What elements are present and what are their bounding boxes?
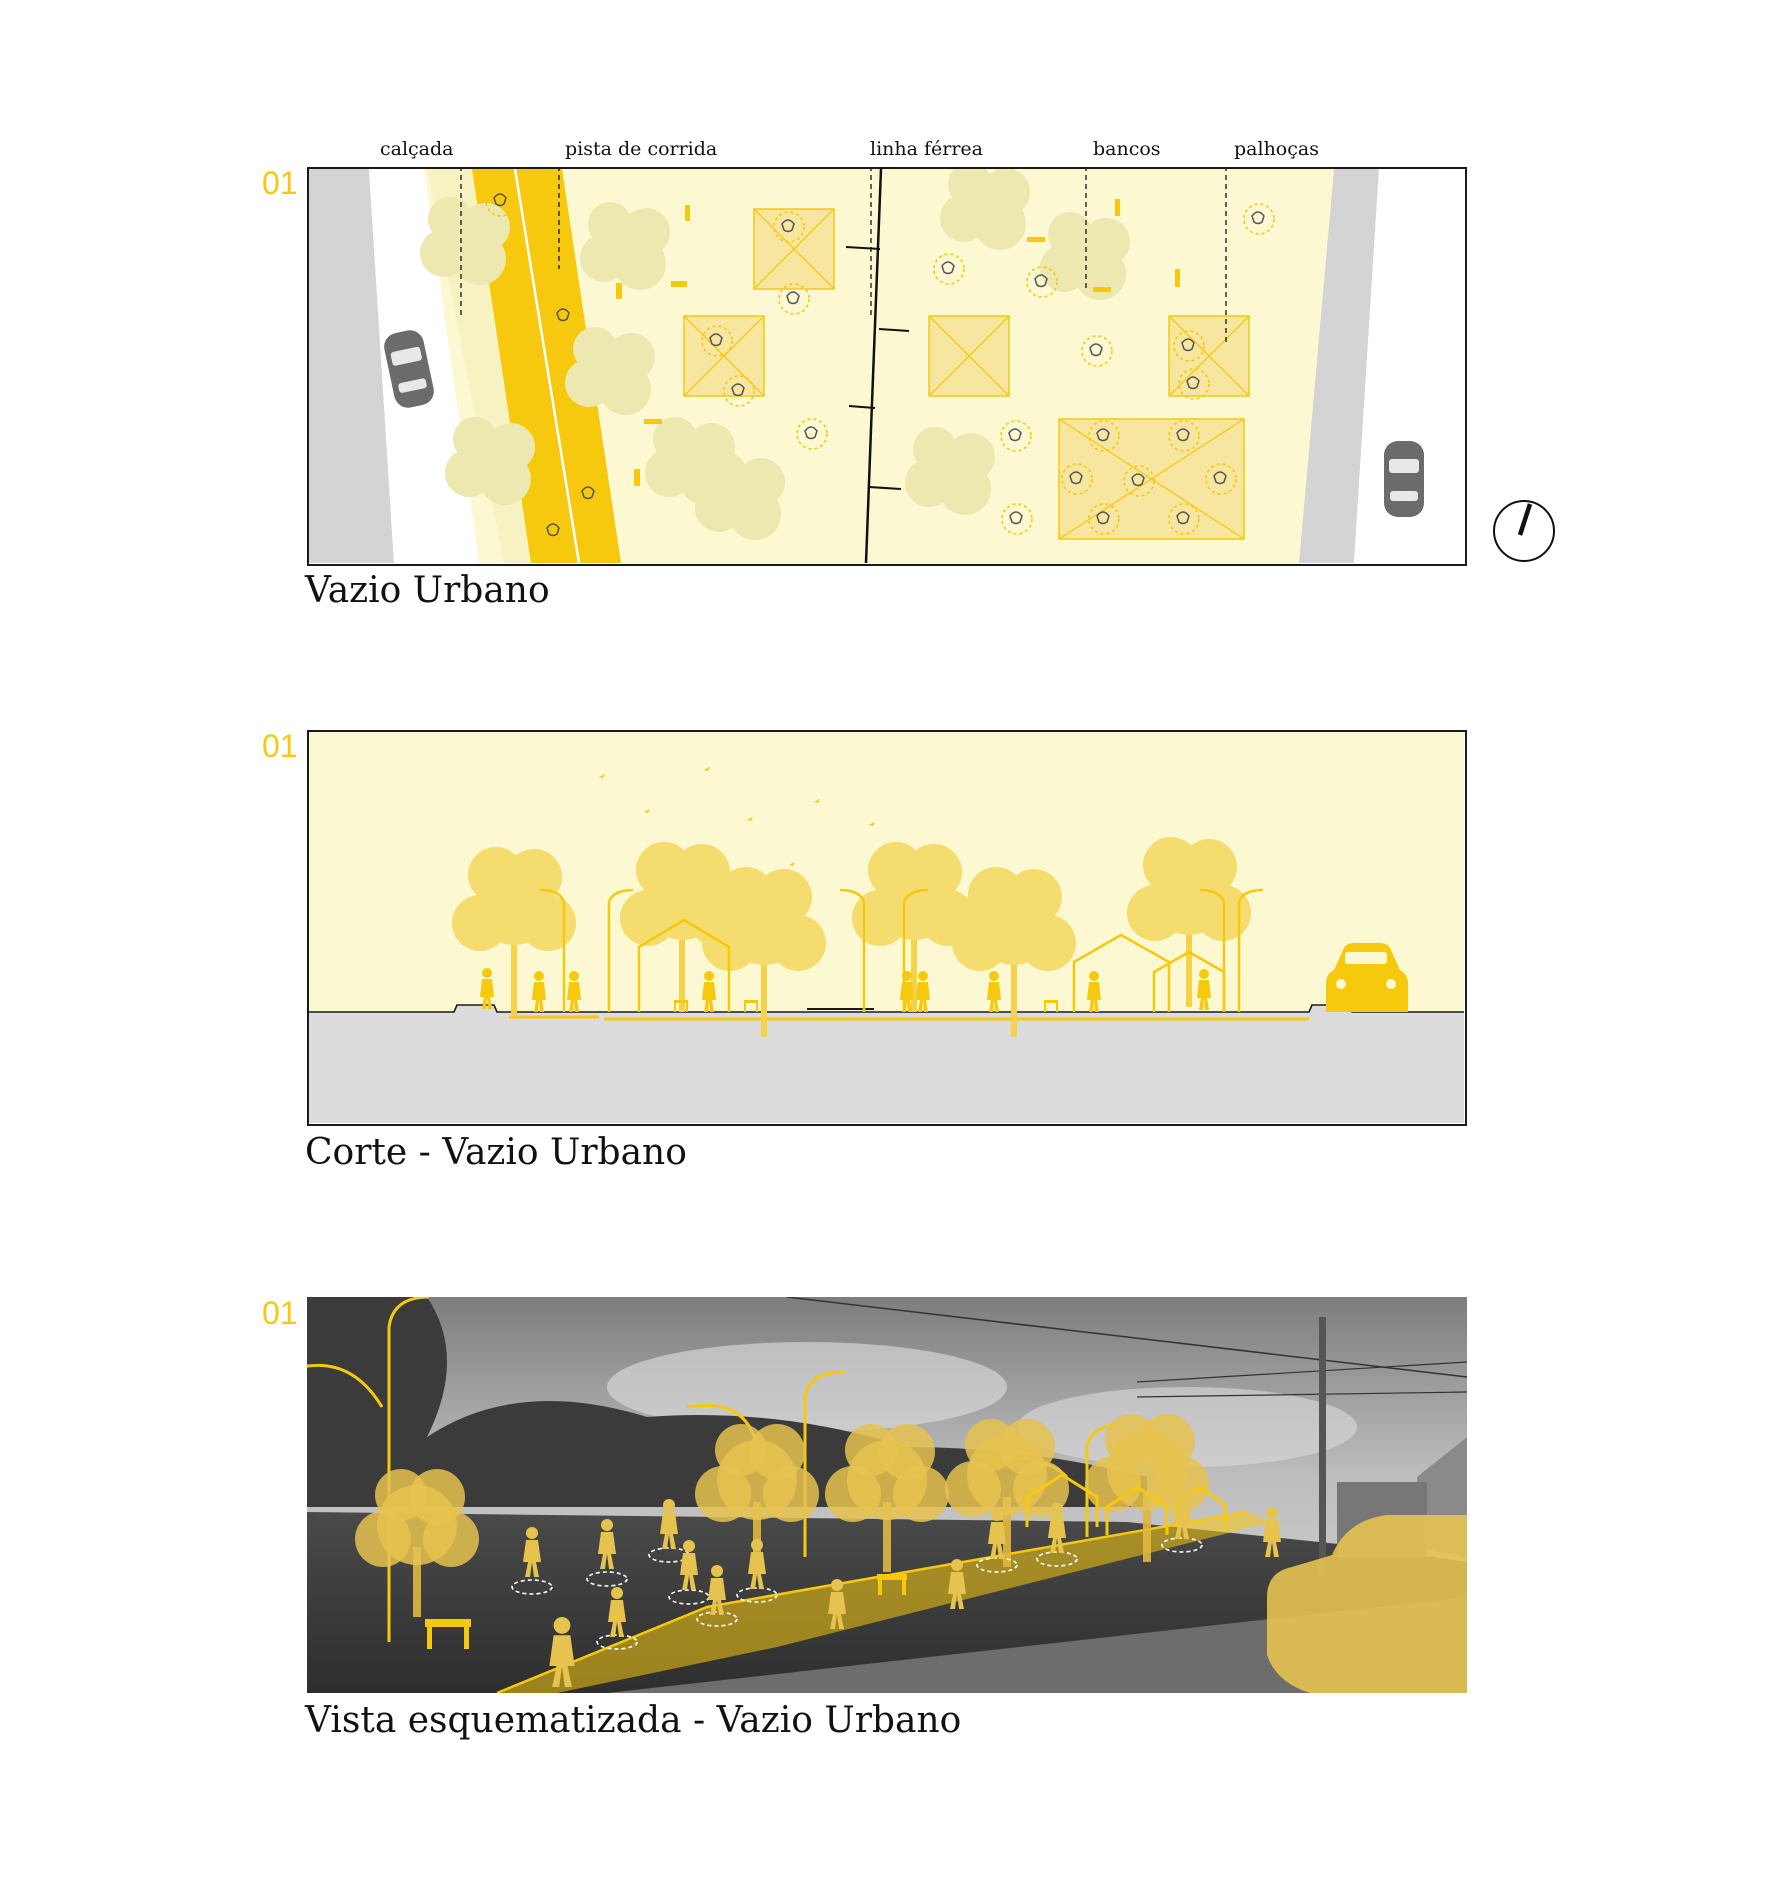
view-number: 01 xyxy=(262,1295,298,1331)
label-palhocas: palhoças xyxy=(1234,138,1319,160)
section-number: 01 xyxy=(262,728,298,764)
view-caption: Vista esquematizada - Vazio Urbano xyxy=(305,1700,962,1741)
section-drawing xyxy=(307,730,1467,1126)
label-calcada: calçada xyxy=(380,138,454,160)
schematic-view xyxy=(307,1297,1467,1693)
label-pista-de-corrida: pista de corrida xyxy=(565,138,718,160)
hut-icon xyxy=(637,918,1226,1012)
bench-icon xyxy=(616,199,1180,486)
hut-icon xyxy=(928,315,1010,397)
hut-icon xyxy=(753,208,835,290)
tree-icon xyxy=(905,427,995,515)
tree-icon xyxy=(695,452,785,540)
tree-icon xyxy=(580,202,670,290)
car-icon xyxy=(1384,441,1424,517)
tree-icon xyxy=(445,417,535,505)
tree-icon xyxy=(565,327,655,415)
car-icon xyxy=(1326,943,1408,1012)
tree-icon xyxy=(420,197,510,285)
plan-number: 01 xyxy=(262,165,298,201)
compass-icon xyxy=(1492,499,1556,563)
tree-icon xyxy=(1040,212,1130,300)
car-icon xyxy=(1267,1515,1467,1693)
plan-caption: Vazio Urbano xyxy=(305,570,550,611)
bench-icon xyxy=(674,1000,1058,1012)
label-bancos: bancos xyxy=(1093,138,1161,160)
bench-icon xyxy=(425,1574,907,1649)
plan-drawing xyxy=(307,167,1467,566)
label-linha-ferrea: linha férrea xyxy=(870,138,984,160)
section-caption: Corte - Vazio Urbano xyxy=(305,1132,687,1173)
tree-icon xyxy=(940,169,1030,250)
